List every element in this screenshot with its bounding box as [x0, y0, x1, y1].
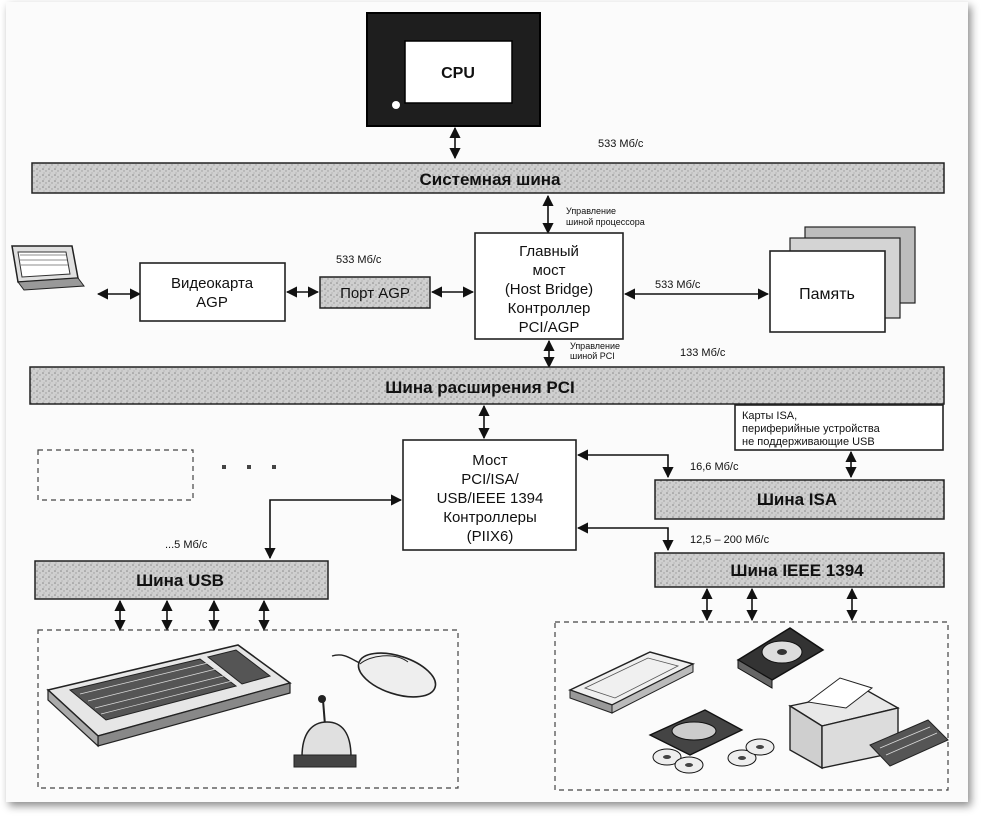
south-bridge-box: Мост PCI/ISA/ USB/IEEE 1394 Контроллеры … [402, 439, 577, 551]
pci-bus: Шина расширения PCI [29, 366, 945, 405]
ieee-bus-label: Шина IEEE 1394 [730, 561, 864, 580]
keyboard-icon [46, 644, 292, 748]
host-bridge-line5: PCI/AGP [519, 319, 580, 336]
pci-rate: 133 Мб/с [680, 347, 726, 359]
scanner-icon [568, 651, 696, 714]
host-bridge-line4: Контроллер [508, 300, 591, 317]
southbridge-isa-connector [576, 449, 674, 479]
south-bridge-line4: Контроллеры [443, 509, 537, 526]
system-bus: Системная шина [31, 162, 945, 194]
south-bridge-line5: (PIIX6) [467, 528, 514, 545]
isa-bus-label: Шина ISA [757, 490, 837, 509]
host-bridge-box: Главный мост (Host Bridge) Контроллер PC… [474, 232, 624, 340]
cpu-chip: CPU [366, 12, 541, 127]
ieee-bus: Шина IEEE 1394 [654, 552, 945, 588]
usb-bus-label: Шина USB [136, 571, 224, 590]
ieee-rate: 12,5 – 200 Мб/с [690, 534, 770, 546]
southbridge-usb-connector [264, 494, 403, 560]
cpu-label: CPU [441, 65, 475, 82]
host-bridge-line1: Главный [519, 243, 579, 260]
agp-port-label: Порт AGP [340, 285, 410, 302]
faint-device-box [37, 449, 194, 501]
isa-cards-box: Карты ISA, периферийные устройства не по… [734, 404, 944, 451]
agp-rate: 533 Мб/с [336, 254, 382, 266]
isa-cards-line3: не поддерживающие USB [742, 436, 875, 448]
mouse-icon [331, 652, 437, 698]
videocard-line2: AGP [196, 294, 228, 311]
isa-rate: 16,6 Мб/с [690, 461, 739, 473]
memory-stack: Память [769, 226, 916, 333]
hard-drive-icon [736, 627, 825, 689]
host-bridge-line2: мост [532, 262, 565, 279]
videocard-box: Видеокарта AGP [139, 262, 286, 322]
bus-control-cpu-line2: шиной процессора [566, 217, 645, 227]
bus-control-cpu-line1: Управление [566, 206, 616, 216]
monitor-icon [11, 245, 85, 291]
southbridge-ieee-connector [576, 522, 674, 552]
faint-dots [222, 465, 276, 469]
memory-rate: 533 Мб/с [655, 279, 701, 291]
videocard-line1: Видеокарта [171, 275, 254, 292]
south-bridge-line1: Мост [472, 452, 508, 469]
printer-icon [788, 677, 949, 770]
joystick-icon [293, 695, 357, 768]
bus-control-pci-line1: Управление [570, 341, 620, 351]
ieee-devices-group [554, 621, 949, 791]
agp-port-box: Порт AGP [319, 276, 431, 309]
cpu-notch [392, 101, 400, 109]
memory-label: Память [799, 286, 855, 303]
usb-rate: ...5 Мб/с [165, 539, 208, 551]
bus-control-pci-line2: шиной PCI [570, 351, 615, 361]
optical-disc-icon [648, 709, 775, 774]
isa-cards-line2: периферийные устройства [742, 423, 881, 435]
isa-bus: Шина ISA [654, 479, 945, 520]
system-bus-label: Системная шина [419, 170, 561, 189]
usb-bus: Шина USB [34, 560, 329, 600]
south-bridge-line3: USB/IEEE 1394 [437, 490, 544, 507]
isa-cards-line1: Карты ISA, [742, 410, 797, 422]
usb-devices-group [37, 629, 459, 789]
pci-bus-label: Шина расширения PCI [385, 378, 574, 397]
system-bus-rate: 533 Мб/с [598, 138, 644, 150]
south-bridge-line2: PCI/ISA/ [461, 471, 519, 488]
host-bridge-line3: (Host Bridge) [505, 281, 593, 298]
